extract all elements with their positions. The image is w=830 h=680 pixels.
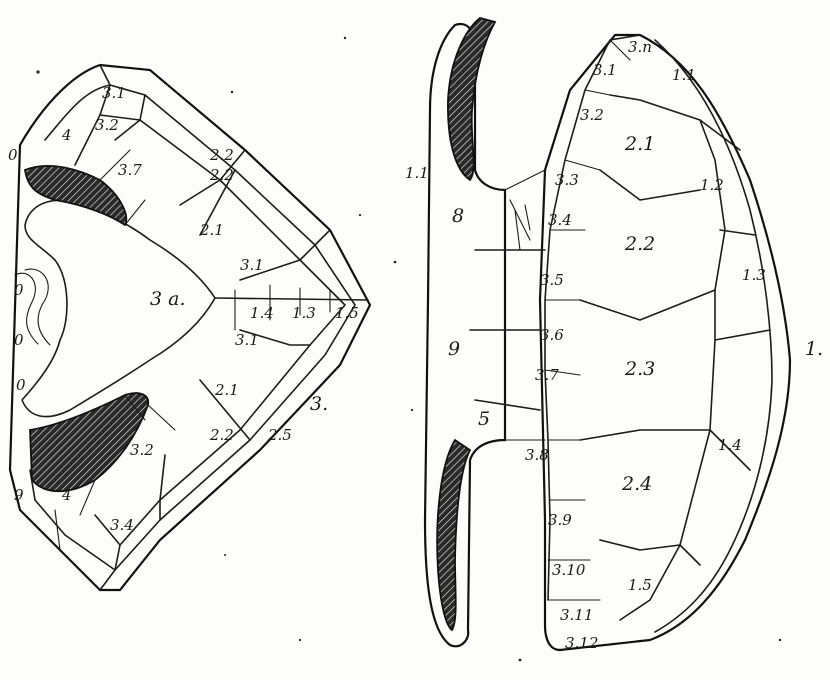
figure-3-number: 3. bbox=[310, 393, 328, 415]
label-plastron-a3: 2.2 bbox=[209, 146, 234, 164]
carapace-outline bbox=[540, 35, 790, 650]
label-plastron-a7: 1.3 bbox=[292, 304, 316, 322]
label-cost2: 2.2 bbox=[624, 233, 655, 255]
label-plastron-4-bottom: 4 bbox=[61, 486, 72, 504]
hatched-lobe-top bbox=[25, 166, 126, 225]
seam-mid-6 bbox=[160, 455, 165, 520]
costal-seam-4 bbox=[600, 540, 680, 550]
label-bridge-9: 9 bbox=[448, 338, 460, 360]
label-plastron-9: 9 bbox=[14, 486, 24, 504]
label-vert4: 1.4 bbox=[718, 436, 742, 454]
label-plastron-a8: 1.5 bbox=[335, 304, 359, 322]
label-plastron-c1: 3.7 bbox=[118, 161, 142, 179]
label-plastron-a1: 3.1 bbox=[102, 84, 126, 102]
label-bridge-8: 8 bbox=[452, 205, 464, 227]
label-plastron-b3: 2.5 bbox=[267, 426, 292, 444]
label-plastron-b5: 3.2 bbox=[130, 441, 154, 459]
marginal-seam-a bbox=[610, 40, 630, 60]
label-bridge-5: 5 bbox=[478, 408, 490, 430]
label-plastron-b1: 3.1 bbox=[235, 331, 259, 349]
label-nuchal: 3.n bbox=[628, 38, 652, 56]
label-marg5: 3.5 bbox=[540, 271, 564, 289]
vert-seam-3 bbox=[715, 330, 770, 340]
figure-1-carapace: 3.n 3.1 3.2 3.3 3.4 3.5 3.6 3.7 3.8 3.9 … bbox=[405, 18, 823, 652]
label-plastron-4-top: 4 bbox=[61, 126, 72, 144]
label-plastron-0-d: 0 bbox=[16, 376, 26, 394]
label-vert2: 1.2 bbox=[700, 176, 724, 194]
print-specks bbox=[36, 37, 781, 662]
label-marg3: 3.3 bbox=[555, 171, 579, 189]
label-marg10: 3.10 bbox=[552, 561, 586, 579]
label-plastron-b4: 2.2 bbox=[209, 426, 234, 444]
label-cost3: 2.3 bbox=[624, 358, 655, 380]
label-plastron-center: 3 a. bbox=[150, 288, 186, 310]
label-marg1: 3.1 bbox=[593, 61, 617, 79]
bridge-hatch-lines bbox=[510, 200, 530, 250]
marginal-ring-right bbox=[655, 40, 772, 632]
label-plastron-a2: 3.2 bbox=[95, 116, 119, 134]
costal-seam-2 bbox=[580, 290, 715, 320]
label-vert1: 1.1 bbox=[672, 66, 696, 84]
label-marg12: 3.12 bbox=[565, 634, 598, 652]
label-plastron-0-a: 0 bbox=[8, 146, 18, 164]
label-marg6: 3.6 bbox=[540, 326, 564, 344]
label-marg2: 3.2 bbox=[580, 106, 604, 124]
label-plastron-b2: 2.1 bbox=[214, 381, 239, 399]
label-vert5: 1.5 bbox=[628, 576, 652, 594]
figure-1-number: 1. bbox=[805, 338, 823, 360]
marginal-seam-b bbox=[585, 90, 610, 95]
label-plastron-a6: 1.4 bbox=[250, 304, 274, 322]
label-marg4: 3.4 bbox=[548, 211, 572, 229]
label-marg11: 3.11 bbox=[560, 606, 593, 624]
plastron-midline bbox=[215, 298, 368, 300]
label-plastron-a5: 3.1 bbox=[240, 256, 264, 274]
marginal-seam-c bbox=[565, 160, 600, 170]
label-mark-1-1: 1.1 bbox=[405, 164, 429, 182]
hatched-bar-top bbox=[448, 18, 495, 180]
label-marg7: 3.7 bbox=[535, 366, 559, 384]
label-plastron-0-b: 0 bbox=[14, 281, 24, 299]
costal-seam-3 bbox=[580, 430, 710, 440]
hatched-bar-bottom bbox=[437, 440, 470, 630]
figure-3-plastron: 3 a. 4 4 0 0 0 0 9 3.1 3.2 2.2 2.1 3.1 1… bbox=[8, 65, 370, 590]
central-opening bbox=[22, 200, 215, 416]
label-plastron-0-c: 0 bbox=[14, 331, 24, 349]
label-plastron-a4: 2.1 bbox=[199, 221, 224, 239]
vert-seam-5 bbox=[680, 545, 700, 565]
bridge-connector bbox=[505, 170, 545, 440]
label-cost1: 2.1 bbox=[624, 133, 655, 155]
label-marg8: 3.8 bbox=[525, 446, 549, 464]
label-vert3: 1.3 bbox=[742, 266, 766, 284]
label-marg9: 3.9 bbox=[548, 511, 572, 529]
label-plastron-c2: 2.2 bbox=[209, 166, 234, 184]
costal-seam-1 bbox=[600, 170, 700, 200]
label-plastron-b6: 3.4 bbox=[110, 516, 134, 534]
label-cost4: 2.4 bbox=[621, 473, 652, 495]
